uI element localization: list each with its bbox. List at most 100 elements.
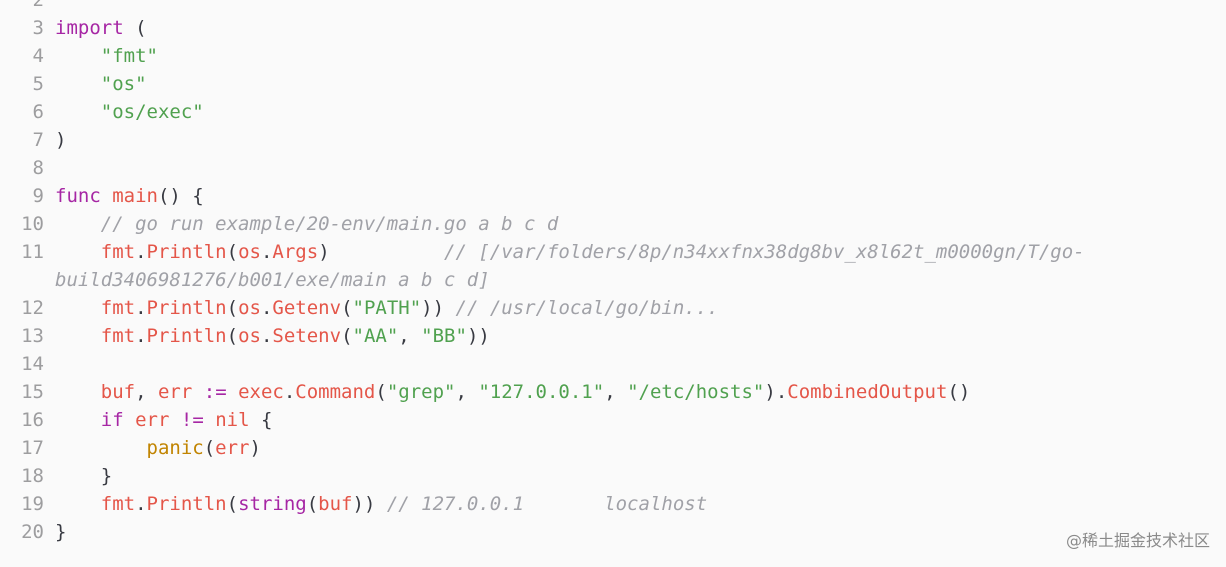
code-text: fmt.Println(os.Args) // [/var/folders/8p…: [44, 238, 1085, 266]
code-line: 10 // go run example/20-env/main.go a b …: [0, 210, 1226, 238]
string-literal: "os": [100, 73, 147, 95]
keyword-func: func: [55, 185, 101, 207]
identifier: Args: [272, 241, 319, 263]
code-line: 3 import (: [0, 14, 1226, 42]
operator: :=: [192, 381, 239, 403]
code-line: 15 buf, err := exec.Command("grep", "127…: [0, 378, 1226, 406]
punctuation: (: [203, 437, 216, 459]
code-line: 7 ): [0, 126, 1226, 154]
code-text: }: [44, 518, 66, 546]
line-number: [0, 266, 44, 294]
punctuation: ): [764, 381, 776, 403]
punctuation: ): [318, 241, 330, 263]
code-text: "os": [44, 70, 147, 98]
watermark: @稀土掘金技术社区: [1065, 531, 1210, 550]
comment: build3406981276/b001/exe/main a b c d]: [55, 269, 490, 291]
line-number: 15: [21, 381, 44, 403]
punctuation: .: [135, 493, 147, 515]
line-number: 11: [21, 241, 44, 263]
line-number: 19: [21, 493, 44, 515]
code-text: [44, 154, 55, 182]
punctuation: (: [123, 17, 147, 39]
line-number: 10: [21, 213, 44, 235]
punctuation: ,: [398, 325, 422, 347]
punctuation: (: [341, 297, 353, 319]
keyword-nil: nil: [215, 409, 250, 431]
punctuation: }: [55, 521, 67, 543]
punctuation: .: [135, 241, 147, 263]
code-editor[interactable]: 2 3 import ( 4 "fmt" 5 "os" 6 "os/exec" …: [0, 0, 1226, 546]
punctuation: )): [421, 297, 445, 319]
string-literal: "BB": [421, 325, 467, 347]
function-name: CombinedOutput: [787, 381, 948, 403]
code-line: 17 panic(err): [0, 434, 1226, 462]
punctuation: )): [352, 493, 376, 515]
punctuation: (: [226, 297, 239, 319]
code-text: "os/exec": [44, 98, 204, 126]
punctuation: ): [249, 437, 261, 459]
identifier: fmt: [100, 241, 136, 263]
variable: buf: [318, 493, 353, 515]
code-text: ): [44, 126, 66, 154]
function-name: main: [112, 185, 158, 207]
string-literal: "fmt": [100, 45, 158, 67]
code-line-wrapped: build3406981276/b001/exe/main a b c d]: [0, 266, 1226, 294]
keyword-if: if: [100, 409, 124, 431]
string-literal: "os/exec": [100, 101, 204, 123]
punctuation: .: [135, 325, 147, 347]
line-number: 20: [21, 521, 44, 543]
variable: err: [135, 409, 170, 431]
code-text: if err != nil {: [44, 406, 273, 434]
function-name: Println: [146, 241, 227, 263]
line-number: 8: [32, 157, 44, 179]
operator: !=: [169, 409, 216, 431]
identifier: os: [238, 297, 261, 319]
variable: err: [215, 437, 250, 459]
comment: // [/var/folders/8p/n34xxfnx38dg8bv_x8l6…: [444, 241, 1085, 263]
line-number: 4: [32, 45, 44, 67]
code-line: 8: [0, 154, 1226, 182]
identifier: os: [238, 325, 261, 347]
identifier: fmt: [100, 325, 136, 347]
punctuation: ): [55, 129, 67, 151]
punctuation: .: [775, 381, 788, 403]
punctuation: .: [260, 297, 273, 319]
function-name: Println: [146, 493, 227, 515]
function-name: Getenv: [272, 297, 342, 319]
code-line: 20 }: [0, 518, 1226, 546]
code-text: [44, 350, 55, 378]
punctuation: (: [226, 325, 239, 347]
code-line: 13 fmt.Println(os.Setenv("AA", "BB")): [0, 322, 1226, 350]
code-text: func main() {: [44, 182, 204, 210]
punctuation: ,: [135, 381, 158, 403]
punctuation: .: [260, 325, 273, 347]
identifier: os: [238, 241, 261, 263]
function-name: Println: [146, 325, 227, 347]
punctuation: (: [226, 241, 239, 263]
code-text: fmt.Println(string(buf)) // 127.0.0.1 lo…: [44, 490, 707, 518]
line-number: 13: [21, 325, 44, 347]
line-number: 2: [32, 0, 44, 11]
line-number: 3: [32, 17, 44, 39]
punctuation: () {: [157, 185, 204, 207]
punctuation: (: [226, 493, 239, 515]
punctuation: .: [135, 297, 147, 319]
code-line: 12 fmt.Println(os.Getenv("PATH")) // /us…: [0, 294, 1226, 322]
identifier: fmt: [100, 493, 136, 515]
punctuation: ,: [455, 381, 479, 403]
code-text: build3406981276/b001/exe/main a b c d]: [44, 266, 490, 294]
code-text: [44, 0, 55, 14]
code-line: 5 "os": [0, 70, 1226, 98]
line-number: 18: [21, 465, 44, 487]
punctuation: .: [260, 241, 273, 263]
string-literal: "/etc/hosts": [627, 381, 765, 403]
code-text: "fmt": [44, 42, 158, 70]
punctuation: {: [249, 409, 273, 431]
punctuation: }: [100, 465, 113, 487]
line-number: 12: [21, 297, 44, 319]
line-number: 9: [32, 185, 44, 207]
line-number: 5: [32, 73, 44, 95]
punctuation: (: [375, 381, 387, 403]
punctuation: (: [341, 325, 353, 347]
builtin-type: string: [238, 493, 307, 515]
